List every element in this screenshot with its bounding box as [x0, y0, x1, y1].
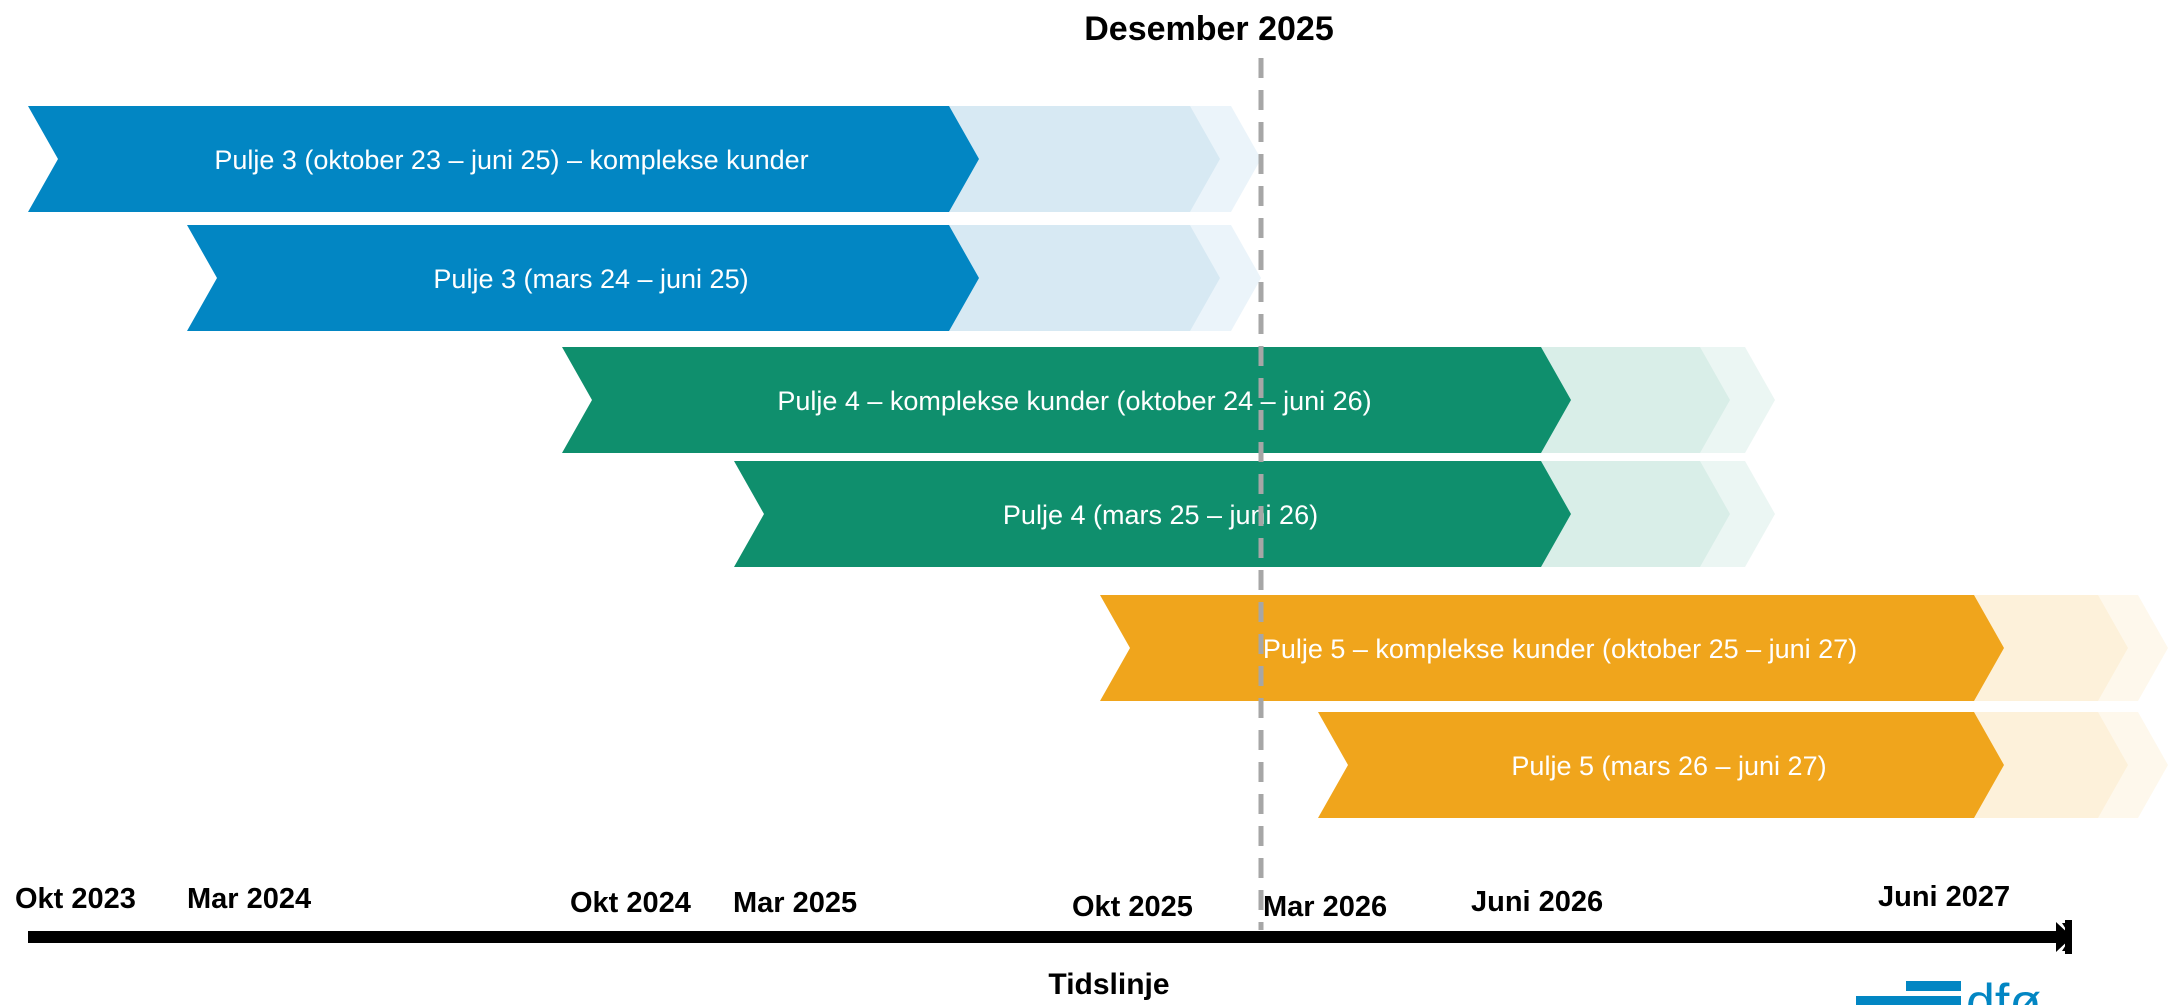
tick-okt-2025: Okt 2025 — [1072, 891, 1193, 923]
bar-main — [734, 461, 1571, 567]
bar-label: Pulje 4 – komplekse kunder (oktober 24 –… — [777, 386, 1371, 416]
tick-juni-2026: Juni 2026 — [1471, 886, 1604, 918]
tick-okt-2023: Okt 2023 — [15, 883, 136, 915]
bar-label: Pulje 5 – komplekse kunder (oktober 25 –… — [1263, 634, 1857, 664]
dfo-logo: dfø — [1856, 974, 2041, 1005]
tick-mar-2024: Mar 2024 — [187, 883, 312, 915]
bar-label: Pulje 3 (oktober 23 – juni 25) – komplek… — [214, 145, 808, 175]
bar-1: Pulje 3 (oktober 23 – juni 25) – komplek… — [28, 106, 1261, 212]
bar-6: Pulje 5 (mars 26 – juni 27) — [1318, 712, 2168, 818]
bar-main — [562, 347, 1571, 453]
tick-mar-2026: Mar 2026 — [1263, 891, 1388, 923]
logo-text: dfø — [1966, 974, 2041, 1005]
logo-bar-upper — [1906, 981, 1961, 991]
bar-3: Pulje 4 – komplekse kunder (oktober 24 –… — [562, 347, 1775, 453]
tick-mar-2025: Mar 2025 — [733, 887, 858, 919]
bar-label: Pulje 5 (mars 26 – juni 27) — [1511, 751, 1826, 781]
bar-main — [187, 225, 979, 331]
timeline-arrow-tip-icon — [2056, 922, 2072, 952]
bar-label: Pulje 3 (mars 24 – juni 25) — [433, 264, 748, 294]
bar-tail-light — [1511, 461, 1730, 567]
bar-tail-light — [1944, 595, 2128, 701]
bar-2: Pulje 3 (mars 24 – juni 25) — [187, 225, 1261, 331]
timeline-axis — [28, 920, 2072, 954]
bars-layer: Pulje 3 (oktober 23 – juni 25) – komplek… — [28, 106, 2168, 818]
bar-label: Pulje 4 (mars 25 – juni 26) — [1003, 500, 1318, 530]
tick-okt-2024: Okt 2024 — [570, 887, 691, 919]
bar-tail-light — [1944, 712, 2128, 818]
bar-tail-light — [919, 225, 1220, 331]
timeline-label: Tidslinje — [1048, 968, 1170, 1001]
bar-5: Pulje 5 – komplekse kunder (oktober 25 –… — [1100, 595, 2168, 701]
timeline-axis-line — [28, 931, 2065, 943]
diagram-title: Desember 2025 — [1084, 10, 1334, 48]
bar-tail-light — [919, 106, 1220, 212]
bar-main — [1318, 712, 2004, 818]
bar-tail-light — [1511, 347, 1730, 453]
tick-juni-2027: Juni 2027 — [1878, 881, 2011, 913]
bar-4: Pulje 4 (mars 25 – juni 26) — [734, 461, 1775, 567]
bar-main — [1100, 595, 2004, 701]
bar-main — [28, 106, 979, 212]
logo-bar-lower — [1856, 996, 1961, 1005]
